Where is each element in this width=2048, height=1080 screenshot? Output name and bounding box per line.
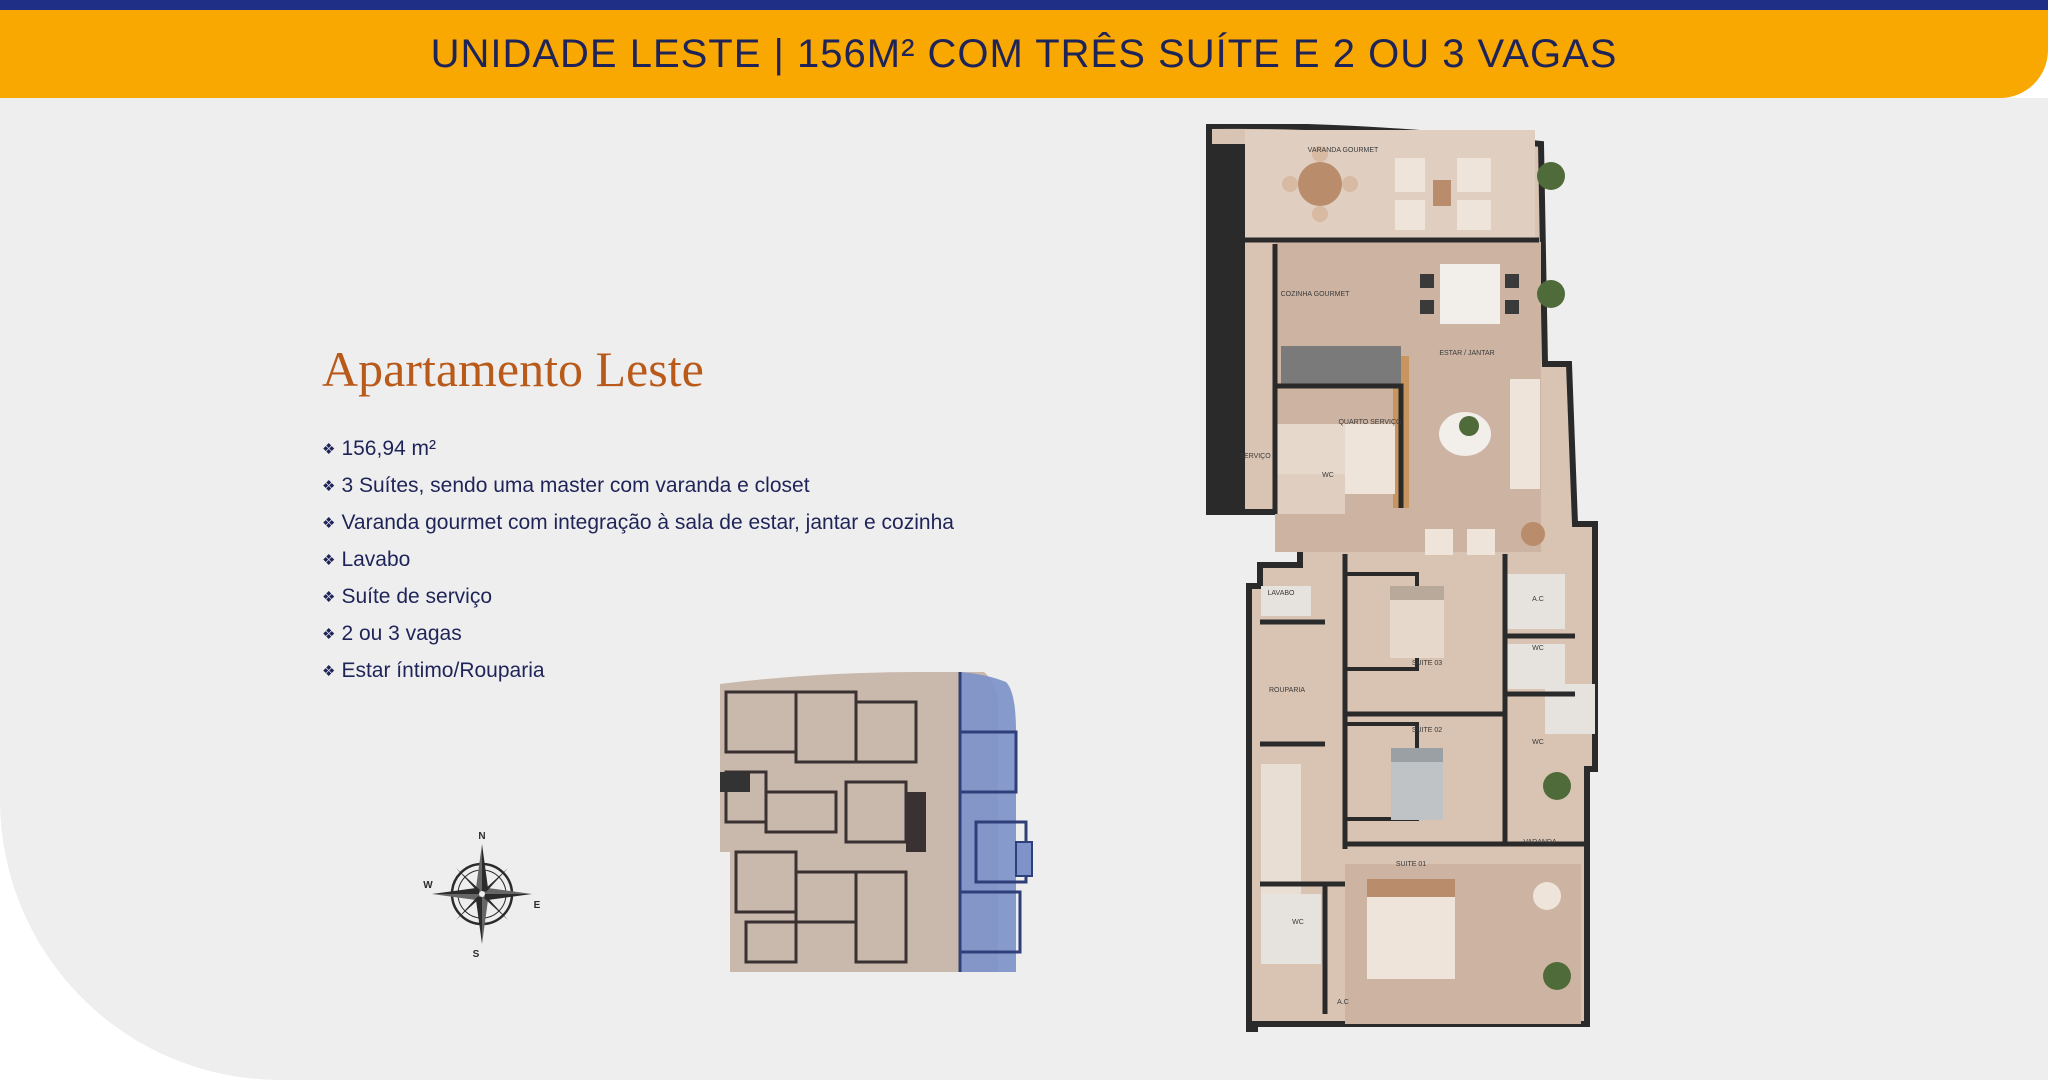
feature-text: Suíte de serviço xyxy=(341,584,493,608)
bullet-icon: ❖ xyxy=(322,514,336,532)
feature-text: 156,94 m² xyxy=(341,436,437,460)
compass-rose-icon: N S E W xyxy=(423,831,540,960)
feature-text: 2 ou 3 vagas xyxy=(341,621,462,645)
room-label-cozinha-gourmet: COZINHA GOURMET xyxy=(1281,291,1351,298)
room-label-suite-02: SUITE 02 xyxy=(1412,727,1442,734)
room-label-varanda-gourmet: VARANDA GOURMET xyxy=(1308,147,1379,154)
compass-w: W xyxy=(423,880,433,891)
bullet-icon: ❖ xyxy=(322,551,336,569)
room-label-ac-1: A.C xyxy=(1532,596,1544,603)
room-label-varanda: VARANDA xyxy=(1523,839,1557,846)
room-label-ac-2: A.C xyxy=(1337,999,1349,1006)
room-label-estar-jantar: ESTAR / JANTAR xyxy=(1439,350,1494,357)
bullet-icon: ❖ xyxy=(322,588,336,606)
feature-text: 3 Suítes, sendo uma master com varanda e… xyxy=(341,473,810,497)
compass-e: E xyxy=(534,900,540,911)
room-label-rouparia: ROUPARIA xyxy=(1269,687,1305,694)
room-label-wc-1: WC xyxy=(1532,645,1544,652)
room-label-wc-servico: WC xyxy=(1322,472,1334,479)
bullet-icon: ❖ xyxy=(322,440,336,458)
bullet-icon: ❖ xyxy=(322,477,336,495)
feature-text: Varanda gourmet com integração à sala de… xyxy=(341,510,954,534)
banner-title: UNIDADE LESTE | 156M² COM TRÊS SUÍTE E 2… xyxy=(430,31,1618,76)
feature-text: Estar íntimo/Rouparia xyxy=(341,658,545,682)
feature-item: ❖ Suíte de serviço xyxy=(322,578,954,615)
room-label-wc-3: WC xyxy=(1292,919,1304,926)
room-label-quarto-servico: QUARTO SERVIÇO xyxy=(1338,419,1402,426)
apartment-title: Apartamento Leste xyxy=(322,341,704,397)
feature-item: ❖ Estar íntimo/Rouparia xyxy=(322,652,954,689)
room-label-lavabo: LAVABO xyxy=(1268,590,1296,597)
feature-item: ❖ 3 Suítes, sendo uma master com varanda … xyxy=(322,467,954,504)
room-label-suite-03: SUITE 03 xyxy=(1412,660,1442,667)
content-panel xyxy=(0,98,2048,1080)
bullet-icon: ❖ xyxy=(322,662,336,680)
floor-plan-image: VARANDA GOURMET COZINHA GOURMET ESTAR / … xyxy=(1206,124,1598,1032)
room-label-suite-01: SUITE 01 xyxy=(1396,861,1426,868)
top-accent-line xyxy=(0,0,2048,10)
room-label-wc-2: WC xyxy=(1532,739,1544,746)
compass-n: N xyxy=(478,831,485,842)
compass-s: S xyxy=(473,949,480,960)
key-plan-image xyxy=(720,672,1033,972)
header-banner: UNIDADE LESTE | 156M² COM TRÊS SUÍTE E 2… xyxy=(0,10,2048,98)
feature-text: Lavabo xyxy=(341,547,411,571)
feature-item: ❖ 156,94 m² xyxy=(322,430,954,467)
room-label-servico: SERVIÇO xyxy=(1239,453,1271,460)
feature-item: ❖ 2 ou 3 vagas xyxy=(322,615,954,652)
feature-list: ❖ 156,94 m² ❖ 3 Suítes, sendo uma master c… xyxy=(322,430,954,689)
feature-item: ❖ Varanda gourmet com integração à sala d… xyxy=(322,504,954,541)
feature-item: ❖ Lavabo xyxy=(322,541,954,578)
bullet-icon: ❖ xyxy=(322,625,336,643)
